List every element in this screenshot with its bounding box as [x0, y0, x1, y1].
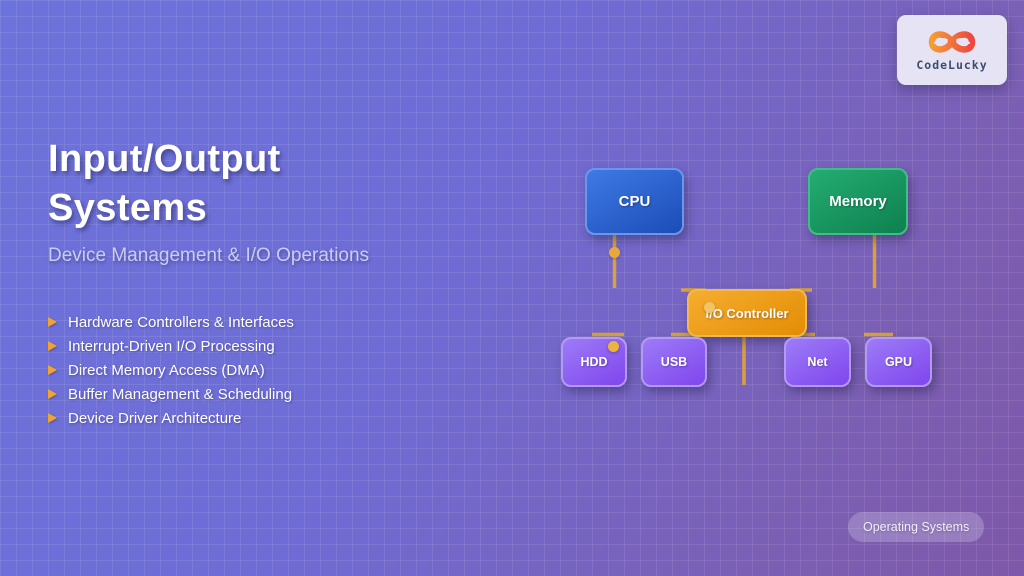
diagram-node-usb: USB: [641, 337, 707, 387]
data-packet-dot: [704, 302, 715, 313]
bullet-arrow-icon: [48, 389, 57, 399]
data-packet-dot: [608, 341, 619, 352]
page-subtitle: Device Management & I/O Operations: [48, 245, 370, 266]
title-line-1: Input/Output: [48, 138, 281, 180]
bullet-label: Device Driver Architecture: [68, 409, 242, 427]
node-label: CPU: [618, 193, 651, 210]
bullet-label: Hardware Controllers & Interfaces: [68, 313, 294, 331]
diagram-node-cpu: CPU: [585, 168, 684, 235]
list-item: Buffer Management & Scheduling: [48, 385, 294, 403]
list-item: Interrupt-Driven I/O Processing: [48, 337, 294, 355]
bullet-list: Hardware Controllers & Interfaces Interr…: [48, 314, 294, 434]
course-badge: Operating Systems: [848, 512, 985, 542]
bullet-arrow-icon: [48, 317, 57, 327]
node-label: Net: [807, 355, 828, 369]
node-label: Memory: [829, 193, 887, 210]
diagram-node-net: Net: [784, 337, 851, 387]
list-item: Device Driver Architecture: [48, 409, 294, 427]
list-item: Hardware Controllers & Interfaces: [48, 313, 294, 331]
node-label: I/O Controller: [705, 305, 789, 321]
page-title: Input/Output Systems: [48, 135, 281, 233]
brand-name: CodeLucky: [916, 58, 988, 72]
node-label: GPU: [884, 355, 913, 369]
node-label: HDD: [580, 355, 608, 369]
bullet-label: Direct Memory Access (DMA): [68, 361, 265, 379]
infinity-icon: [928, 31, 976, 53]
node-label: USB: [660, 355, 688, 369]
data-packet-dot: [609, 247, 620, 258]
list-item: Direct Memory Access (DMA): [48, 361, 294, 379]
bullet-label: Interrupt-Driven I/O Processing: [68, 337, 275, 355]
logo-card: CodeLucky: [897, 15, 1007, 85]
title-line-2: Systems: [48, 187, 208, 229]
bullet-label: Buffer Management & Scheduling: [68, 385, 293, 403]
diagram-node-memory: Memory: [808, 168, 908, 235]
bullet-arrow-icon: [48, 413, 57, 423]
diagram-node-io-controller: I/O Controller: [687, 289, 807, 337]
diagram-node-gpu: GPU: [865, 337, 932, 387]
bullet-arrow-icon: [48, 341, 57, 351]
bullet-arrow-icon: [48, 365, 57, 375]
